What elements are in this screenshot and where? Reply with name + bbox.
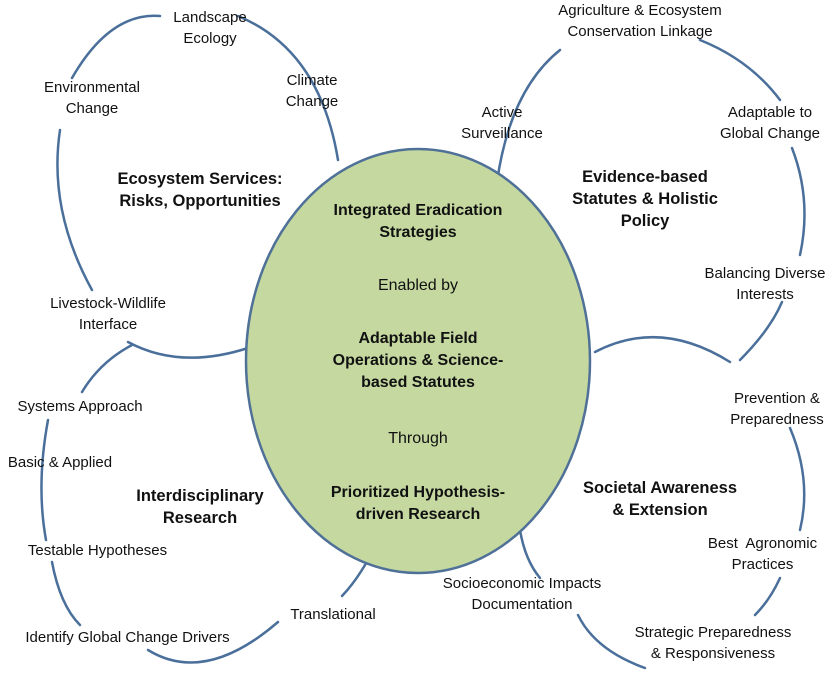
- arc-societal-lowright: [753, 576, 782, 617]
- arc-interdisciplinary-bottom: [146, 620, 280, 664]
- arc-societal-left: [518, 528, 542, 580]
- arc-evidence-topright: [698, 38, 782, 102]
- center-prioritized-research: Prioritized Hypothesis- driven Research: [330, 484, 506, 523]
- label-systems-approach: Systems Approach: [17, 398, 143, 415]
- label-balancing-interests: Balancing Diverse Interests: [704, 265, 826, 303]
- center-through: Through: [388, 430, 448, 447]
- arc-societal-bottom: [576, 613, 647, 670]
- center-ellipse: [244, 147, 592, 575]
- arc-interdisciplinary-lowleft: [50, 560, 82, 627]
- arc-interdisciplinary-left: [40, 418, 50, 542]
- label-prevention-preparedness: Prevention & Preparedness: [730, 390, 824, 428]
- arc-societal-right: [788, 426, 806, 532]
- label-adaptable-global-change: Adaptable to Global Change: [719, 104, 821, 142]
- label-livestock-wildlife: Livestock-Wildlife Interface: [50, 295, 166, 333]
- arc-ecosystem-topright: [236, 14, 340, 162]
- label-global-change-drivers: Identify Global Change Drivers: [25, 629, 230, 646]
- arc-interdisciplinary-top: [80, 343, 134, 394]
- arc-ecosystem-top: [70, 14, 162, 80]
- arc-societal-top: [593, 335, 732, 364]
- label-testable-hypotheses: Testable Hypotheses: [27, 542, 168, 559]
- arc-evidence-right: [790, 146, 806, 257]
- label-active-surveillance: Active Surveillance: [461, 104, 543, 142]
- arc-ecosystem-left: [56, 128, 94, 292]
- title-interdisciplinary-research: Interdisciplinary Research: [136, 487, 264, 527]
- label-socioeconomic-impacts: Socioeconomic Impacts Documentation: [442, 575, 602, 613]
- title-evidence-based: Evidence-based Statutes & Holistic Polic…: [572, 168, 718, 230]
- label-landscape-ecology: Landscape Ecology: [173, 9, 247, 47]
- title-societal-awareness: Societal Awareness & Extension: [582, 479, 738, 519]
- arc-evidence-topleft: [495, 48, 562, 184]
- center-enabled-by: Enabled by: [377, 277, 459, 294]
- center-integrated-eradication: Integrated Eradication Strategies: [333, 202, 503, 241]
- label-strategic-preparedness: Strategic Preparedness & Responsiveness: [634, 624, 792, 662]
- label-basic-applied: Basic & Applied: [7, 454, 113, 471]
- arc-evidence-bottom: [738, 300, 784, 362]
- label-climate-change: Climate Change: [285, 72, 339, 110]
- arc-ecosystem-bottom: [126, 340, 250, 359]
- title-ecosystem-services: Ecosystem Services: Risks, Opportunities: [117, 170, 283, 210]
- label-agriculture-conservation: Agriculture & Ecosystem Conservation Lin…: [558, 2, 722, 40]
- label-environmental-change: Environmental Change: [44, 79, 140, 117]
- center-adaptable-operations: Adaptable Field Operations & Science- ba…: [332, 330, 504, 391]
- label-best-agronomic: Best Agronomic Practices: [707, 535, 818, 573]
- label-translational: Translational: [290, 606, 376, 623]
